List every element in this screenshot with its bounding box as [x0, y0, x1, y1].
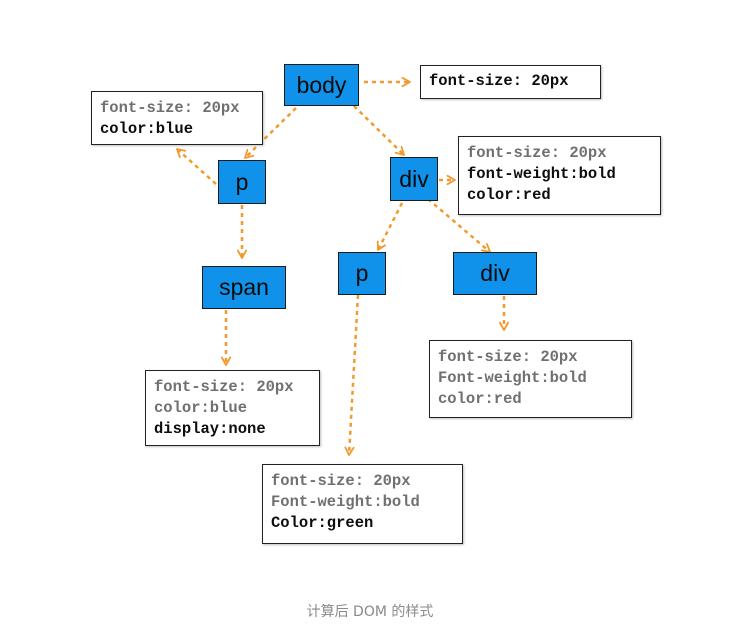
style-line: Font-weight:bold — [438, 369, 587, 387]
style-line: color:blue — [154, 399, 248, 417]
style-box-p: font-size: 20px color:blue — [91, 91, 263, 145]
style-line: font-size: 20px — [154, 378, 294, 396]
arrow-div-to-div — [427, 198, 490, 253]
node-body: body — [284, 64, 359, 106]
style-line: Font-weight:bold — [271, 493, 420, 511]
style-line: font-size: 20px — [271, 472, 411, 490]
style-box-div: font-size: 20px font-weight:bold color:red — [458, 136, 661, 215]
style-line: font-size: 20px — [467, 144, 607, 162]
arrow-body-to-div — [353, 105, 404, 155]
node-p: p — [218, 160, 266, 204]
figure-caption: 计算后 DOM 的样式 — [306, 604, 434, 620]
style-box-body: font-size: 20px — [420, 65, 601, 99]
arrow-div-to-p — [378, 202, 404, 250]
style-line: font-size: 20px — [438, 348, 578, 366]
node-div-child: div — [453, 252, 537, 295]
node-p-child: p — [338, 252, 386, 295]
arrow-p-to-style — [177, 148, 217, 185]
arrow-body-to-p — [245, 107, 297, 158]
style-line: color:blue — [100, 120, 194, 138]
style-line: color:red — [467, 186, 551, 204]
node-div: div — [390, 157, 438, 201]
style-line: display:none — [154, 420, 266, 438]
style-line: font-size: 20px — [100, 99, 240, 117]
style-line: font-size: 20px — [429, 72, 569, 90]
style-line: Color:green — [271, 514, 374, 532]
node-span: span — [202, 266, 286, 309]
style-box-span: font-size: 20px color:blue display:none — [145, 370, 320, 446]
arrow-p-to-style-2 — [349, 294, 360, 455]
style-line: color:red — [438, 390, 522, 408]
style-line: font-weight:bold — [467, 165, 616, 183]
